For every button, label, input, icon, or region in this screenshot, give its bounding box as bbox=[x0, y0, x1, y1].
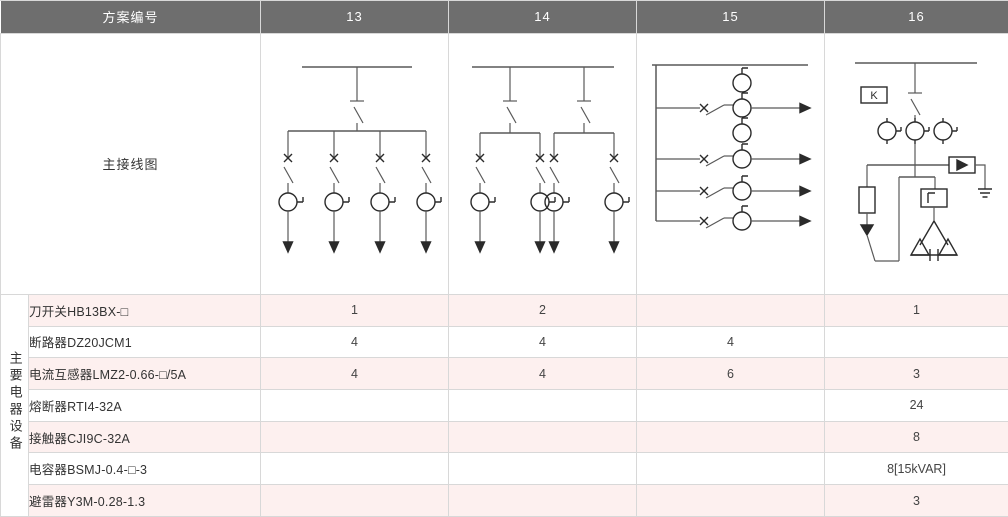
cell-16: 1 bbox=[824, 293, 1008, 327]
cell-13 bbox=[260, 389, 450, 422]
wiring-diagram-16: K bbox=[855, 62, 993, 262]
row-label-current-transformer: 电流互感器LMZ2-0.66-□/5A bbox=[27, 357, 262, 391]
cell-14 bbox=[448, 389, 638, 422]
row-label-contactor: 接触器CJI9C-32A bbox=[27, 420, 262, 454]
cell-15 bbox=[636, 420, 826, 454]
header-col-16: 16 bbox=[824, 0, 1008, 34]
cell-15 bbox=[636, 389, 826, 422]
cell-15 bbox=[636, 484, 826, 517]
table-row: 主要电器设备 刀开关HB13BX-□ 1 2 1 bbox=[0, 293, 1008, 517]
cell-16: 8 bbox=[824, 420, 1008, 454]
cell-13 bbox=[260, 452, 450, 486]
table-row: 接触器CJI9C-32A 8 bbox=[1, 420, 1008, 454]
table-row: 熔断器RTI4-32A 24 bbox=[1, 389, 1008, 422]
header-col-14: 14 bbox=[448, 0, 638, 34]
table-header-row: 方案编号 13 14 15 16 bbox=[0, 0, 1008, 34]
cell-16 bbox=[824, 325, 1008, 359]
diagram-cell-15 bbox=[636, 32, 826, 295]
header-scheme-label: 方案编号 bbox=[0, 0, 262, 34]
cell-14 bbox=[448, 484, 638, 517]
cell-14: 4 bbox=[448, 357, 638, 391]
row-label-capacitor: 电容器BSMJ-0.4-□-3 bbox=[27, 452, 262, 486]
cell-13: 4 bbox=[260, 325, 450, 359]
wiring-diagram-14 bbox=[469, 66, 630, 254]
cell-15 bbox=[636, 452, 826, 486]
diagram-cell-13 bbox=[260, 32, 450, 295]
cell-14: 2 bbox=[448, 293, 638, 327]
side-label-main-equipment: 主要电器设备 bbox=[0, 293, 29, 517]
cell-16: 3 bbox=[824, 357, 1008, 391]
wiring-diagram-15 bbox=[651, 64, 812, 231]
cell-15 bbox=[636, 293, 826, 327]
row-label-fuse: 熔断器RTI4-32A bbox=[27, 389, 262, 422]
cell-15: 6 bbox=[636, 357, 826, 391]
cell-16: 3 bbox=[824, 484, 1008, 517]
cell-14 bbox=[448, 420, 638, 454]
row-label-knife-switch: 刀开关HB13BX-□ bbox=[27, 293, 262, 327]
cell-16: 8[15kVAR] bbox=[824, 452, 1008, 486]
diagram-cell-16: K bbox=[824, 32, 1008, 295]
cell-16: 24 bbox=[824, 389, 1008, 422]
diagram-cell-14 bbox=[448, 32, 638, 295]
header-col-13: 13 bbox=[260, 0, 450, 34]
relay-k-label: K bbox=[870, 90, 878, 102]
cell-14 bbox=[448, 452, 638, 486]
table-row: 电流互感器LMZ2-0.66-□/5A 4 4 6 3 bbox=[1, 357, 1008, 391]
wiring-diagram-13 bbox=[277, 66, 442, 254]
cell-13 bbox=[260, 484, 450, 517]
header-col-15: 15 bbox=[636, 0, 826, 34]
table-row: 断路器DZ20JCM1 4 4 4 bbox=[1, 325, 1008, 359]
row-label-breaker: 断路器DZ20JCM1 bbox=[27, 325, 262, 359]
cell-13: 1 bbox=[260, 293, 450, 327]
table-row: 电容器BSMJ-0.4-□-3 8[15kVAR] bbox=[1, 452, 1008, 486]
diagram-row-label: 主接线图 bbox=[0, 32, 262, 295]
row-label-surge-arrester: 避雷器Y3M-0.28-1.3 bbox=[27, 484, 262, 517]
cell-15: 4 bbox=[636, 325, 826, 359]
diagram-row: 主接线图 bbox=[0, 32, 1008, 295]
cell-13: 4 bbox=[260, 357, 450, 391]
cell-14: 4 bbox=[448, 325, 638, 359]
table-row: 避雷器Y3M-0.28-1.3 3 bbox=[1, 484, 1008, 517]
cell-13 bbox=[260, 420, 450, 454]
